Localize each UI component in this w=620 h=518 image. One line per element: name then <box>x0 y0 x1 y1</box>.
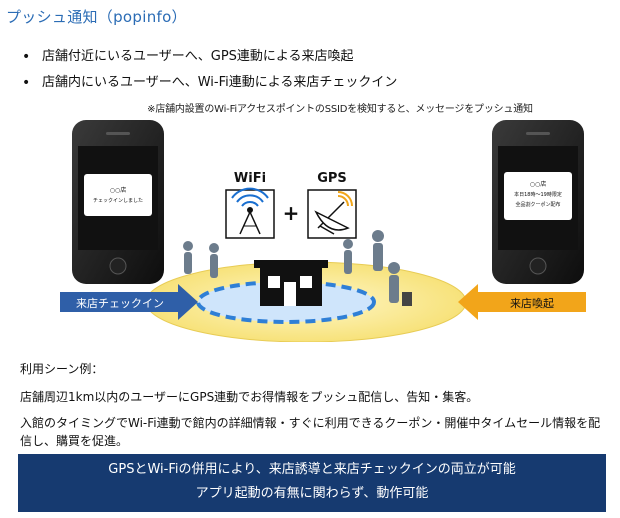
invite-arrow: 来店喚起 <box>458 284 586 320</box>
usage-heading: 利用シーン例： <box>20 362 104 376</box>
banner-line1: GPSとWi-Fiの併用により、来店誘導と来店チェックインの両立が可能 <box>108 462 516 477</box>
left-phone: ○○店 チェックインしました <box>72 120 164 284</box>
right-phone-line3: 全品割クーポン配布 <box>515 201 560 208</box>
right-phone: ○○店 本日18時～19時限定 全品割クーポン配布 <box>492 120 584 284</box>
wifi-label: WiFi <box>234 171 266 186</box>
right-phone-line1: ○○店 <box>530 180 546 188</box>
concept-illustration: ○○店 チェックインしました ○○店 本日18時～19時限定 全品割クーポン配布… <box>60 120 586 342</box>
store-icon <box>254 260 328 306</box>
plus-sign: + <box>283 201 300 225</box>
wifi-tower-icon <box>225 187 275 239</box>
bullet-wifi: 店舗内にいるユーザーへ、Wi-Fi連動による来店チェックイン <box>18 70 608 96</box>
gps-label: GPS <box>317 171 347 186</box>
bullet-list: 店舗付近にいるユーザーへ、GPS連動による来店喚起 店舗内にいるユーザーへ、Wi… <box>18 44 608 96</box>
checkin-arrow: 来店チェックイン <box>60 284 198 320</box>
ssid-note: ※店舗内設置のWi-FiアクセスポイントのSSIDを検知すると、メッセージをプッ… <box>147 104 533 115</box>
checkin-label: 来店チェックイン <box>76 296 164 310</box>
usage-section: 利用シーン例： 店舗周辺1km以内のユーザーにGPS連動でお得情報をプッシュ配信… <box>20 360 610 458</box>
left-phone-line1: ○○店 <box>110 186 126 194</box>
satellite-dish-icon <box>307 189 357 239</box>
bullet-gps: 店舗付近にいるユーザーへ、GPS連動による来店喚起 <box>18 44 608 70</box>
usage-line-wifi: 入館のタイミングでWi-Fi連動で館内の詳細情報・すぐに利用できるクーポン・開催… <box>20 416 601 448</box>
banner-line2: アプリ起動の有無に関わらず、動作可能 <box>195 486 429 501</box>
left-phone-line2: チェックインしました <box>93 198 143 204</box>
summary-banner: GPSとWi-Fiの併用により、来店誘導と来店チェックインの両立が可能 アプリ起… <box>18 454 606 512</box>
page-title: プッシュ通知（popinfo） <box>6 8 187 26</box>
invite-label: 来店喚起 <box>510 296 554 310</box>
right-phone-line2: 本日18時～19時限定 <box>514 191 562 198</box>
usage-line-gps: 店舗周辺1km以内のユーザーにGPS連動でお得情報をプッシュ配信し、告知・集客。 <box>20 390 479 404</box>
people-silhouettes <box>183 230 412 306</box>
